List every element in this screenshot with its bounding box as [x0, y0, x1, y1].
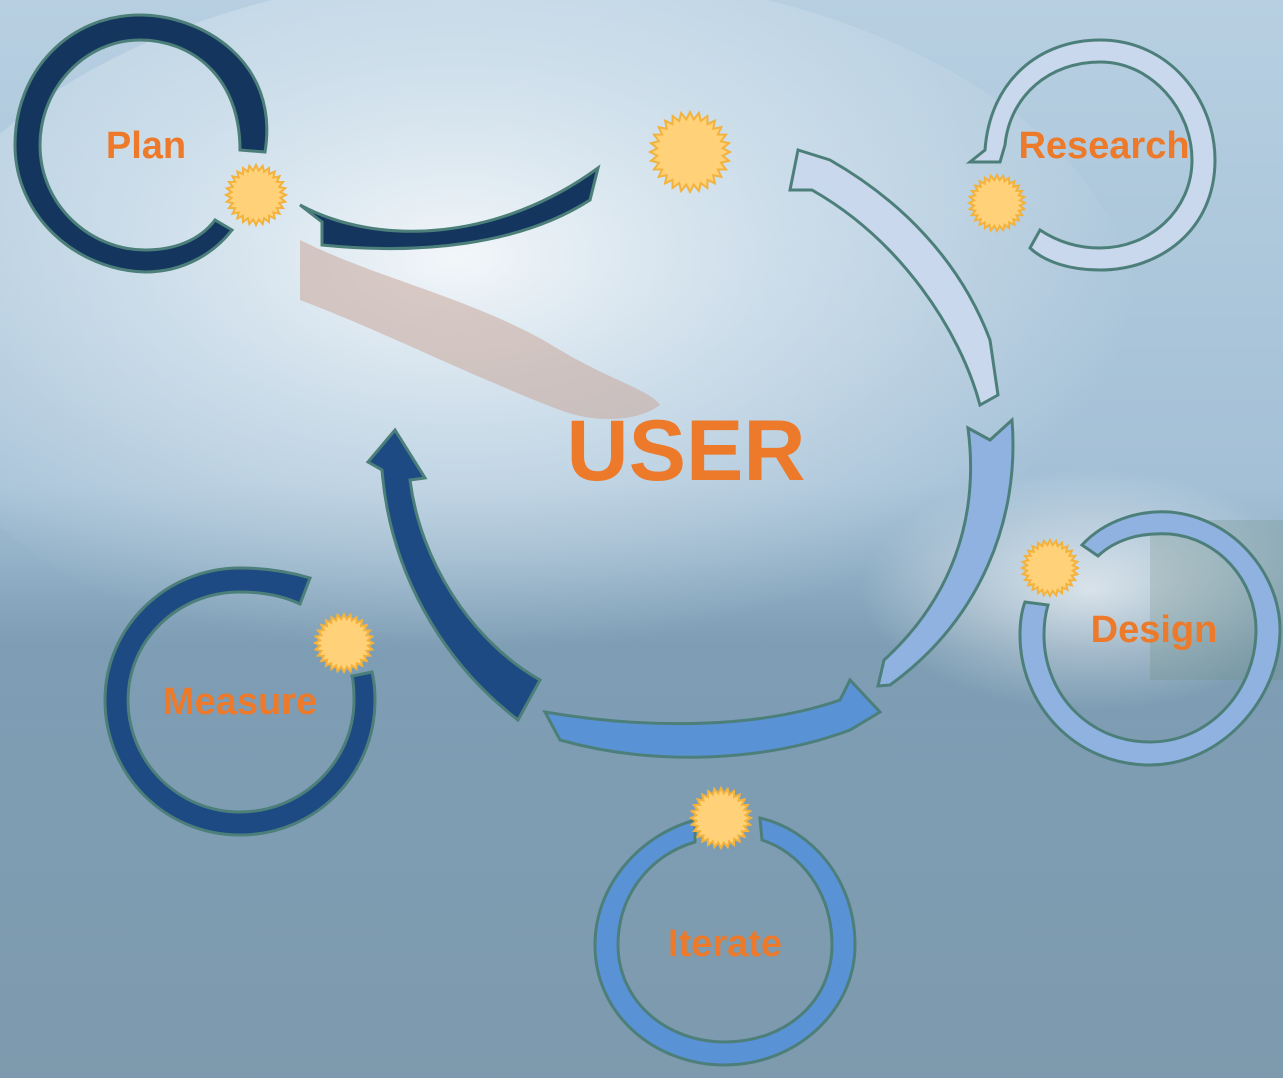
center-label: USER: [567, 403, 806, 499]
sun-icon: [688, 785, 754, 851]
label-measure: Measure: [163, 681, 317, 723]
main-arc-design: [876, 416, 1015, 688]
ring-measure: [103, 566, 377, 837]
main-cycle: [299, 148, 1015, 759]
label-design: Design: [1091, 609, 1218, 651]
sun-icon: [1019, 537, 1081, 599]
ring-plan: [13, 13, 269, 274]
ring-iterate: [593, 816, 857, 1067]
water-splash: [0, 0, 1140, 690]
stage-labels: Plan Research Design Iterate Measure USE…: [106, 125, 1217, 965]
label-plan: Plan: [106, 125, 186, 167]
ring-research: [965, 38, 1217, 272]
main-arc-plan: [299, 164, 601, 251]
sun-icon: [312, 611, 376, 675]
sun-icon: [966, 172, 1028, 234]
main-arc-measure: [365, 427, 543, 723]
sun-icons: [223, 109, 1081, 851]
ring-design: [1018, 510, 1282, 767]
sun-icon: [647, 109, 733, 195]
swimmer-arm: [300, 240, 660, 420]
main-arc-research: [788, 148, 1000, 408]
sun-icon: [223, 162, 289, 228]
main-arc-iterate: [542, 677, 883, 759]
label-research: Research: [1018, 125, 1189, 167]
satellite-rings: [13, 13, 1282, 1067]
label-iterate: Iterate: [668, 923, 782, 965]
